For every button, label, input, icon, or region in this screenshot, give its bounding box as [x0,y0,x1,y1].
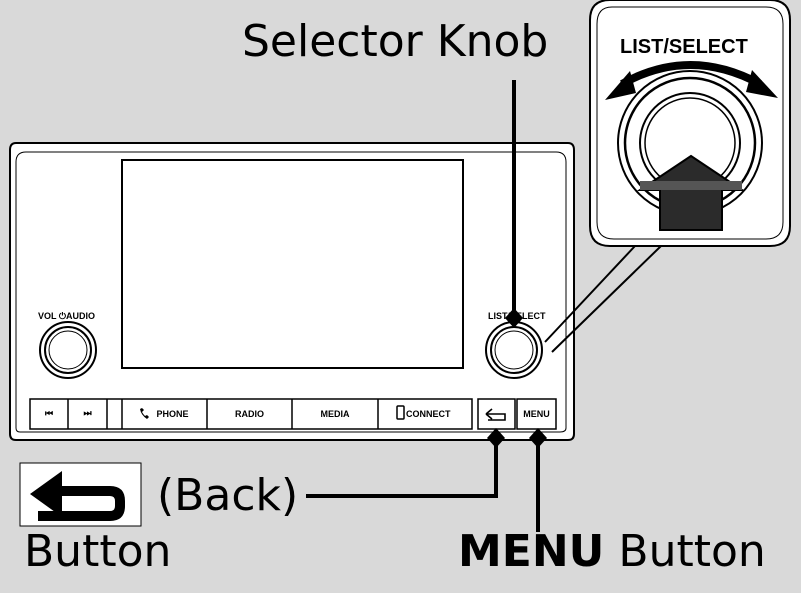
phone-icon [140,408,149,419]
menu-button-suffix: Button [604,526,766,577]
rotate-arrow-icon [605,61,778,100]
back-icon [485,408,506,421]
push-arrow-icon [636,154,746,231]
button-strip [29,398,557,430]
prev-track-button[interactable]: ⏮ [44,408,54,418]
connect-icon [396,405,405,420]
connect-button[interactable]: CONNECT [406,409,451,419]
back-arrow-icon [30,471,125,521]
head-unit [9,142,575,441]
volume-knob[interactable] [39,321,97,379]
zoom-callout [544,0,791,353]
selector-knob-label: Selector Knob [242,16,549,67]
button-label: Button [24,526,172,577]
touch-screen[interactable] [121,159,464,369]
back-button-callout [19,462,142,527]
media-button[interactable]: MEDIA [320,409,350,419]
radio-button[interactable]: RADIO [235,409,264,419]
list-select-small-label: LIST/SELECT [488,311,546,321]
menu-button-text[interactable]: MENU [523,409,550,419]
next-track-button[interactable]: ⏭ [83,408,92,418]
leader-lines [306,80,547,532]
selector-knob[interactable] [485,321,543,379]
vol-audio-label: VOL ⏻AUDIO [38,311,95,321]
back-label: (Back) [157,470,299,521]
menu-bold-label: MENU [458,526,605,577]
menu-button-label: MENU Button [458,530,766,574]
list-select-zoom-label: LIST/SELECT [620,36,748,58]
menu-button[interactable] [516,398,557,430]
phone-button[interactable]: PHONE [156,409,189,419]
